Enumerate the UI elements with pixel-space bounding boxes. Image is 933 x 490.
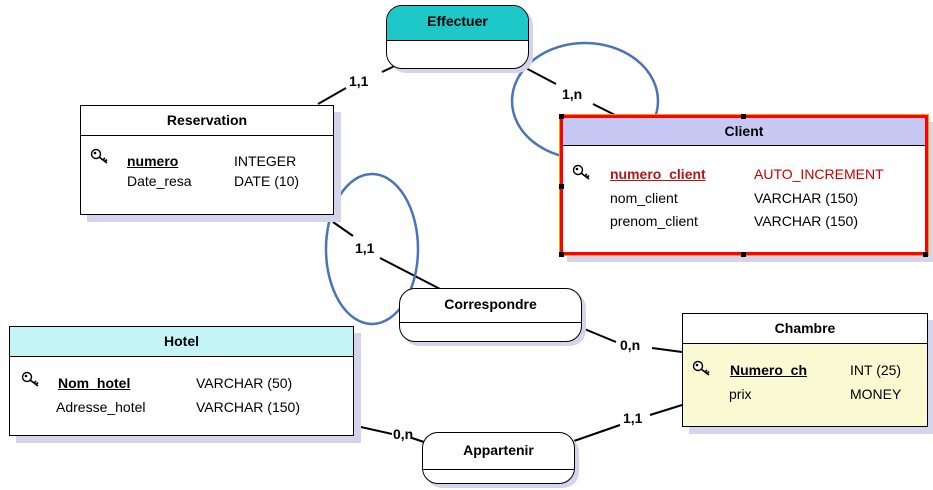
entity-client[interactable]: Client numero_client AUTO_INCREMENT nom_… xyxy=(559,114,929,256)
field-prenom-client-name: prenom_client xyxy=(610,213,698,229)
cardinality-hotel-appartenir: 0,n xyxy=(393,426,414,442)
association-effectuer-title: Effectuer xyxy=(387,6,528,41)
link-chambre-appartenir xyxy=(649,404,683,416)
key-icon xyxy=(572,164,590,180)
selection-handle[interactable] xyxy=(923,252,928,257)
field-nom-hotel-type: VARCHAR (50) xyxy=(196,375,293,391)
cardinality-reservation-correspondre: 1,1 xyxy=(355,240,375,256)
selection-handle[interactable] xyxy=(559,252,564,257)
cardinality-chambre-appartenir: 1,1 xyxy=(623,410,643,426)
field-date-resa-name: Date_resa xyxy=(127,173,192,189)
link-reservation-correspondre xyxy=(332,221,354,237)
key-icon xyxy=(21,371,39,387)
highlight-circle-correspondre xyxy=(324,172,420,326)
link-correspondre-reservation xyxy=(379,257,443,291)
entity-hotel[interactable]: Hotel Nom_hotel VARCHAR (50) Adresse_hot… xyxy=(9,326,354,436)
field-numero-client-type: AUTO_INCREMENT xyxy=(754,166,884,182)
cardinality-reservation-effectuer: 1,1 xyxy=(349,73,369,89)
selection-handle[interactable] xyxy=(741,252,746,257)
selection-handle[interactable] xyxy=(741,114,746,119)
link-correspondre-chambre xyxy=(581,327,617,343)
link-hotel-appartenir xyxy=(351,424,393,435)
cardinality-chambre-correspondre: 0,n xyxy=(620,337,641,353)
field-date-resa-type: DATE (10) xyxy=(234,173,300,189)
field-numero-ch-type: INT (25) xyxy=(850,362,902,378)
field-numero-name: numero xyxy=(127,153,179,169)
cardinality-client-effectuer: 1,n xyxy=(562,86,583,102)
field-nom-client-type: VARCHAR (150) xyxy=(754,190,858,206)
field-numero-ch-name: Numero_ch xyxy=(730,362,808,378)
selection-handle[interactable] xyxy=(559,114,564,119)
association-effectuer[interactable]: Effectuer xyxy=(386,5,529,69)
entity-hotel-title: Hotel xyxy=(10,327,353,357)
field-prix-type: MONEY xyxy=(850,386,902,402)
key-icon xyxy=(90,148,108,164)
field-numero-client-name: numero_client xyxy=(610,166,706,182)
entity-chambre-title: Chambre xyxy=(683,314,927,344)
entity-reservation[interactable]: Reservation numero INTEGER Date_resa DAT… xyxy=(80,105,334,215)
link-appartenir-hotel xyxy=(411,437,425,443)
association-appartenir[interactable]: Appartenir xyxy=(422,432,575,484)
association-appartenir-title: Appartenir xyxy=(423,433,574,470)
link-reservation-effectuer xyxy=(317,87,347,105)
link-client-effectuer xyxy=(592,103,618,117)
field-adresse-hotel-name: Adresse_hotel xyxy=(56,399,146,415)
field-adresse-hotel-type: VARCHAR (150) xyxy=(196,399,300,415)
entity-chambre[interactable]: Chambre Numero_ch INT (25) prix MONEY xyxy=(682,313,928,427)
link-appartenir-chambre xyxy=(573,424,621,442)
entity-client-title: Client xyxy=(563,118,925,146)
link-chambre-correspondre xyxy=(651,347,683,353)
entity-reservation-title: Reservation xyxy=(81,106,333,136)
key-icon xyxy=(692,360,710,376)
field-nom-hotel-name: Nom_hotel xyxy=(58,375,131,391)
link-effectuer-client xyxy=(521,65,557,85)
field-prenom-client-type: VARCHAR (150) xyxy=(754,213,858,229)
association-correspondre-title: Correspondre xyxy=(400,289,581,323)
association-correspondre[interactable]: Correspondre xyxy=(399,288,582,342)
selection-handle[interactable] xyxy=(559,184,564,189)
field-prix-name: prix xyxy=(729,386,752,402)
field-numero-type: INTEGER xyxy=(234,153,297,169)
field-nom-client-name: nom_client xyxy=(610,190,678,206)
